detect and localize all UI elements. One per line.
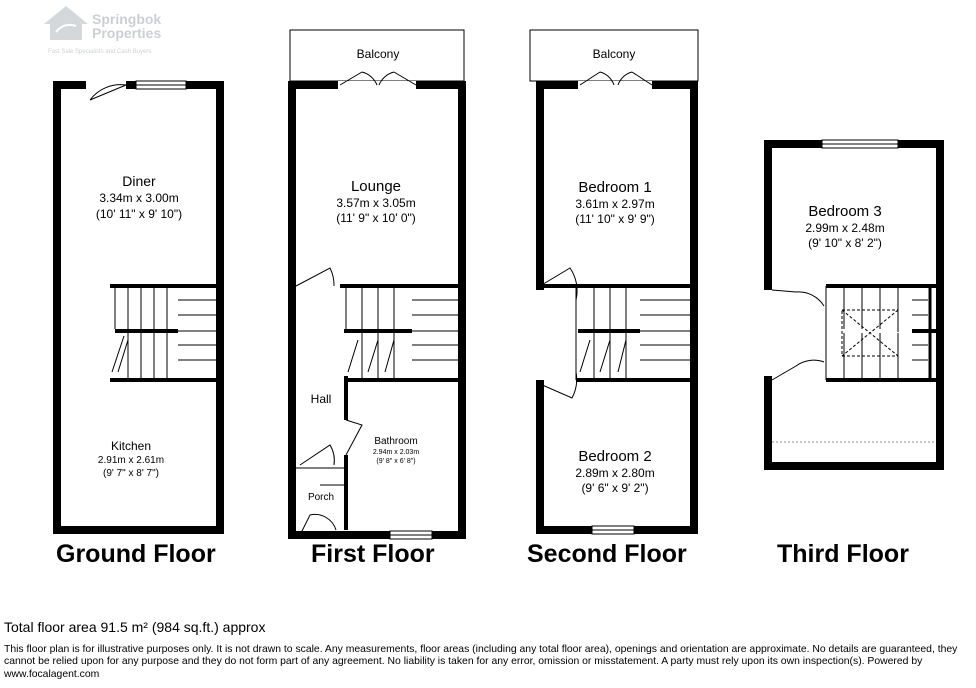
diner-name: Diner	[122, 173, 156, 189]
door-icon	[771, 289, 825, 381]
disclaimer-text: This floor plan is for illustrative purp…	[4, 644, 958, 680]
third-floor-plan: Bedroom 3 2.99m x 2.48m (9' 10" x 8' 2")	[764, 139, 944, 470]
ground-floor-title: Ground Floor	[56, 540, 216, 568]
stairs-icon	[345, 288, 458, 378]
stairs-icon	[579, 288, 690, 378]
ground-floor-plan: Diner 3.34m x 3.00m (10' 11" x 9' 10") K…	[53, 80, 224, 534]
first-floor-plan: Balcony Lounge 3.57m x 3.05m (11' 9" x 1…	[288, 29, 466, 540]
first-floor-title: First Floor	[311, 540, 435, 568]
balcony-label: Balcony	[357, 47, 400, 61]
door-icon	[295, 267, 335, 287]
second-floor-title: Second Floor	[527, 540, 687, 568]
logo-tagline: Fast Sale Specialists and Cash Buyers	[48, 49, 152, 55]
bedroom3-imperial: (9' 10" x 8' 2")	[808, 236, 882, 250]
balcony-label: Balcony	[593, 47, 636, 61]
third-floor-walls	[764, 140, 944, 470]
door-icon	[299, 513, 337, 536]
floor-plan-drawing: Diner 3.34m x 3.00m (10' 11" x 9' 10") K…	[53, 29, 944, 540]
door-icon	[299, 444, 335, 466]
diner-metric: 3.34m x 3.00m	[99, 191, 178, 205]
bedroom2-name: Bedroom 2	[578, 448, 651, 465]
agency-logo: Springbok Properties Fast Sale Specialis…	[40, 2, 180, 66]
bedroom2-imperial: (9' 6" x 9' 2")	[581, 481, 648, 495]
bedroom1-name: Bedroom 1	[578, 179, 651, 196]
third-floor-title: Third Floor	[777, 540, 909, 568]
lounge-imperial: (11' 9" x 10' 0")	[336, 211, 416, 225]
hall-label: Hall	[311, 392, 332, 406]
bedroom2-metric: 2.89m x 2.80m	[575, 466, 654, 480]
kitchen-metric: 2.91m x 2.61m	[98, 455, 164, 466]
bedroom3-metric: 2.99m x 2.48m	[805, 221, 884, 235]
stairs-icon	[111, 288, 216, 378]
diner-imperial: (10' 11" x 9' 10")	[96, 207, 182, 221]
total-floor-area: Total floor area 91.5 m² (984 sq.ft.) ap…	[4, 619, 266, 635]
door-icon	[345, 419, 363, 456]
kitchen-name: Kitchen	[111, 439, 151, 453]
kitchen-imperial: (9' 7" x 8' 7")	[103, 468, 159, 479]
lounge-name: Lounge	[351, 178, 401, 195]
bedroom1-metric: 3.61m x 2.97m	[575, 197, 654, 211]
stairs-icon	[841, 288, 928, 378]
bedroom1-imperial: (11' 10" x 9' 9")	[575, 212, 655, 226]
second-floor-plan: Balcony Bedroom 1 3.61m x 2.97m (11' 10"…	[529, 29, 699, 535]
bathroom-metric: 2.94m x 2.03m	[373, 449, 419, 456]
door-icon	[89, 84, 127, 101]
bedroom3-name: Bedroom 3	[808, 203, 881, 220]
french-door-icon	[579, 71, 653, 86]
bathroom-imperial: (9' 8" x 6' 8")	[376, 458, 415, 465]
bathroom-name: Bathroom	[374, 436, 417, 447]
porch-label: Porch	[308, 492, 334, 503]
house-logo-icon	[44, 6, 88, 40]
logo-name: Springbok Properties	[92, 11, 162, 41]
french-door-icon	[339, 71, 417, 86]
lounge-metric: 3.57m x 3.05m	[336, 196, 415, 210]
